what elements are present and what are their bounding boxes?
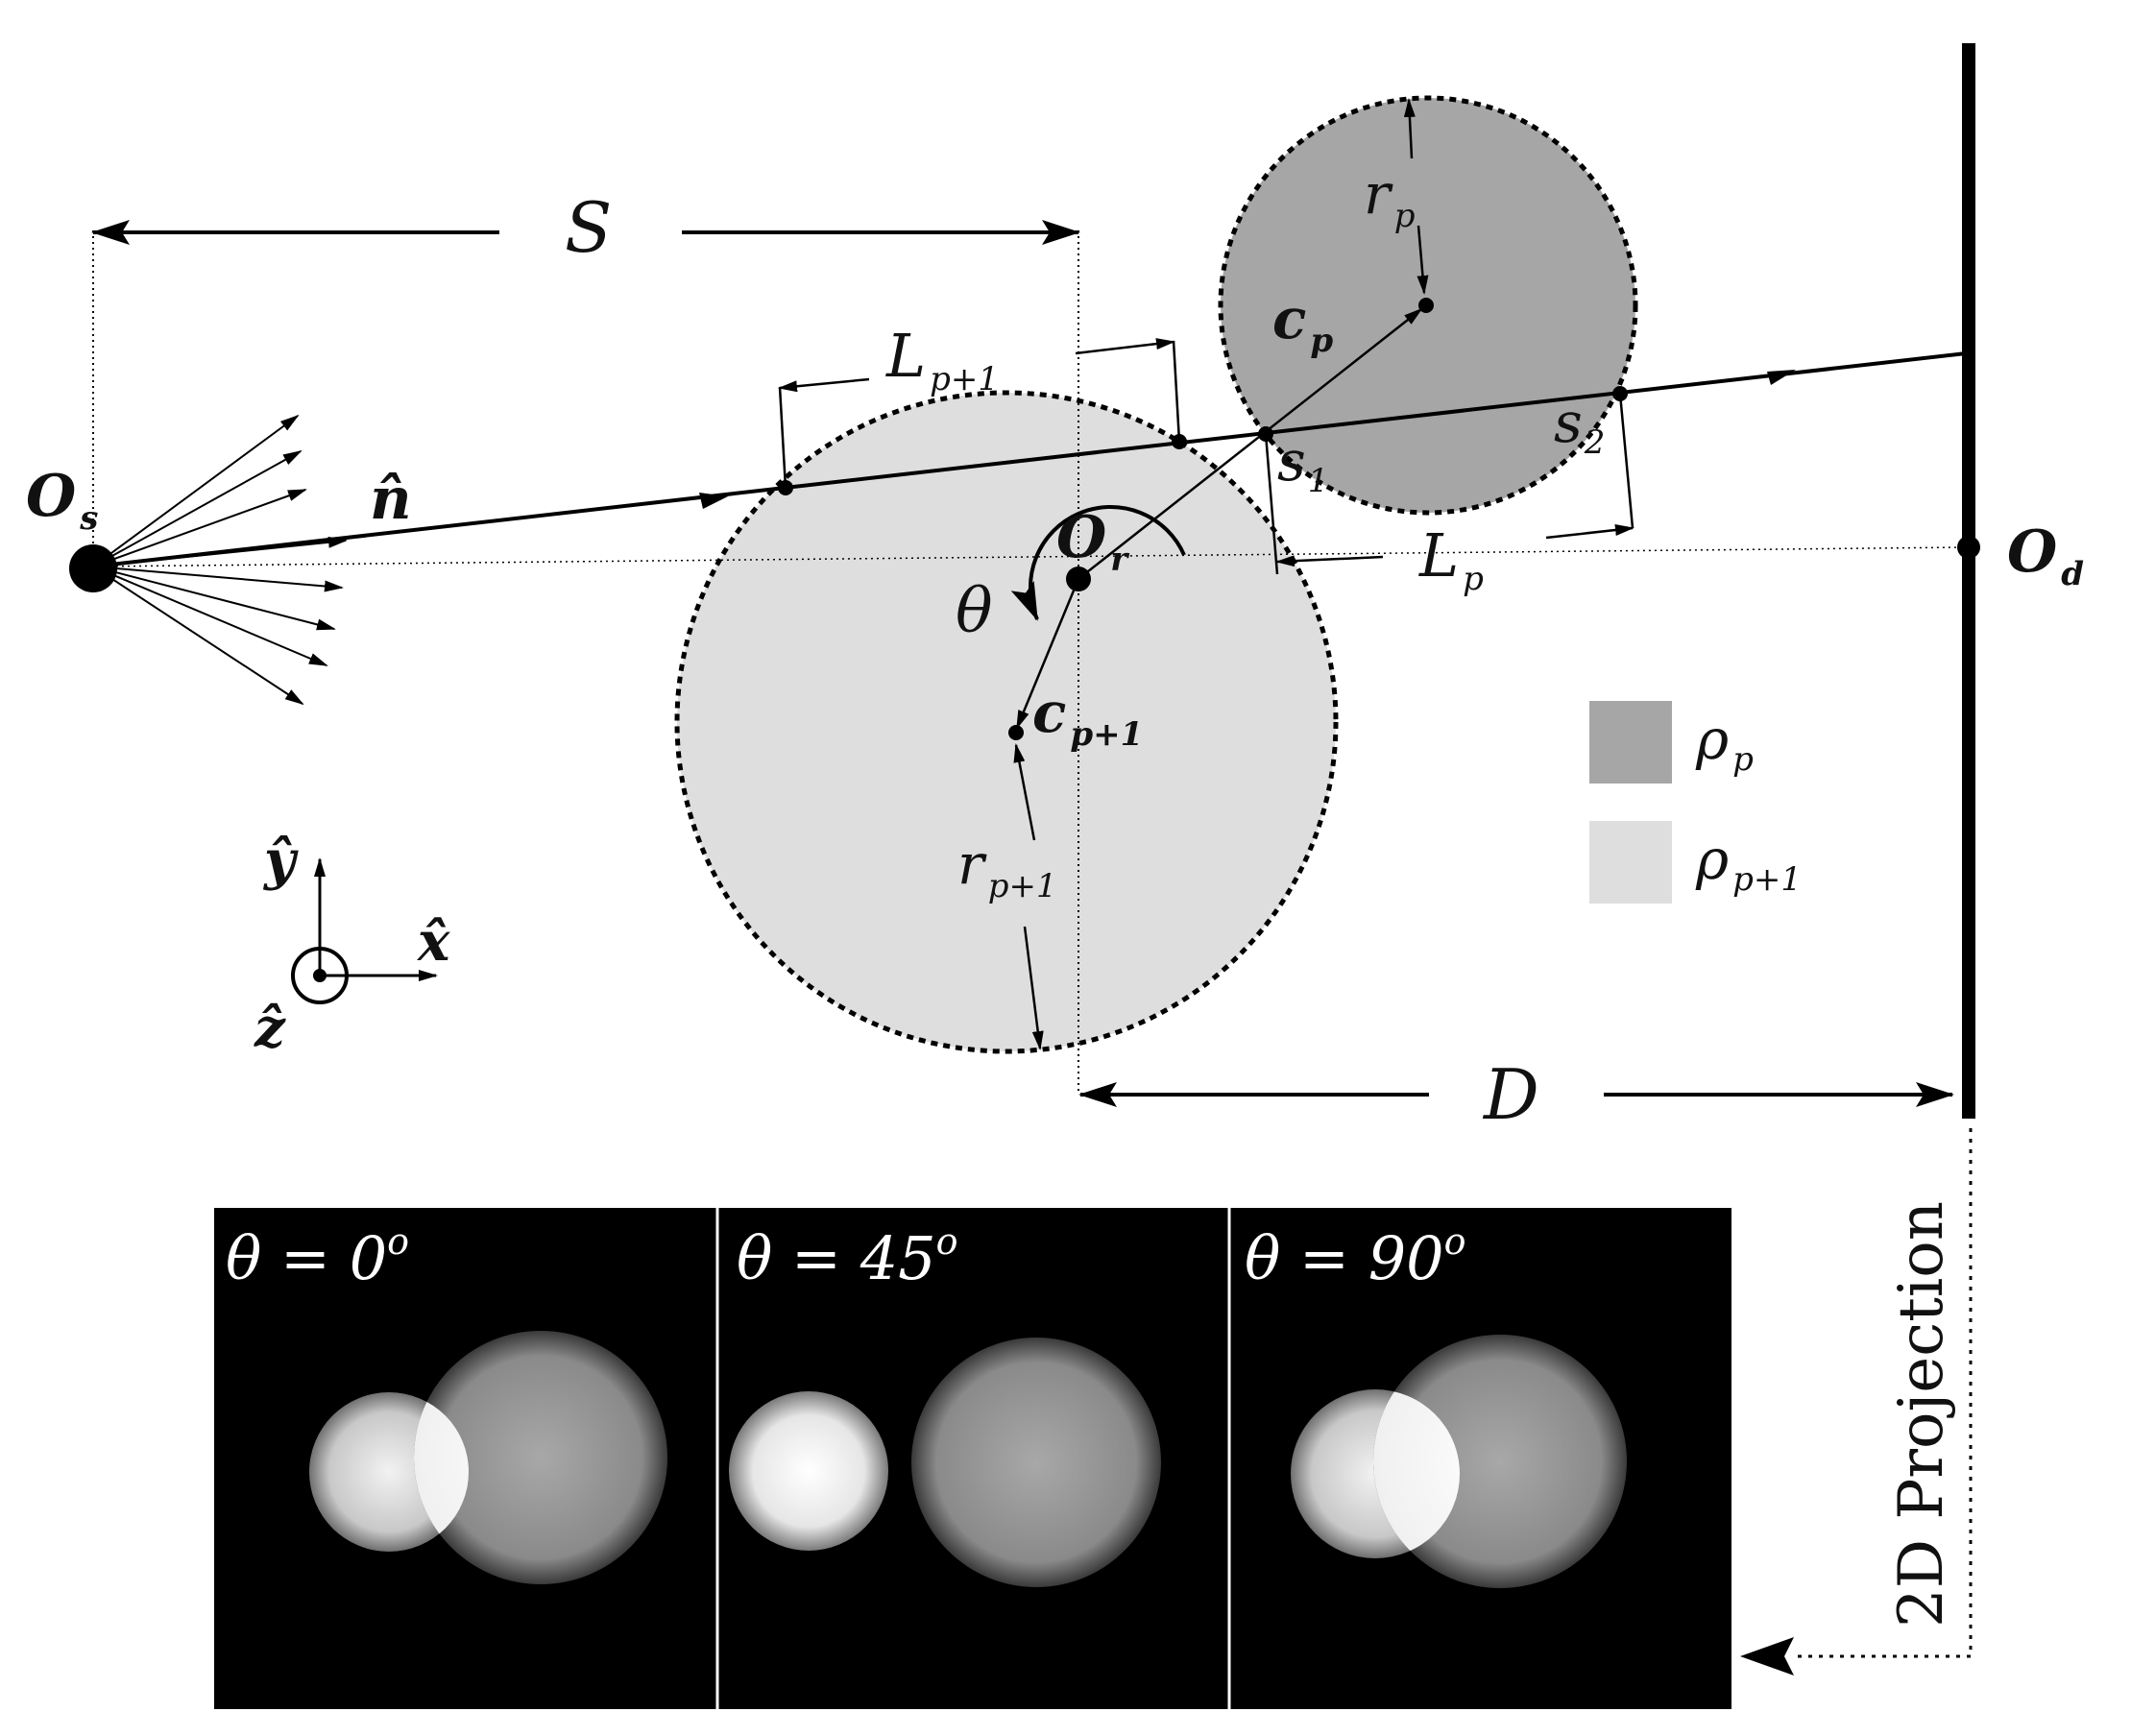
center-vectors — [1015, 307, 1423, 730]
detector-center-point — [1957, 536, 1980, 559]
panel-label-theta-45: θ = 45o — [737, 1220, 957, 1293]
s1-label: s1 — [1277, 428, 1328, 500]
coordinate-axes — [291, 857, 438, 1004]
projection-panel-theta-0 — [309, 1331, 667, 1584]
l-p-bracket — [1264, 393, 1635, 575]
projection-panel-theta-45 — [729, 1338, 1161, 1587]
z-hat-label: ẑ — [254, 997, 286, 1060]
n-hat-label: n̂ — [370, 466, 412, 533]
sphere-p-plus-1 — [674, 390, 1339, 1054]
main-ray — [92, 351, 1967, 568]
legend-swatch-rho-p-plus-1 — [1589, 821, 1672, 904]
center-c-p-plus-1-point — [1008, 725, 1024, 740]
center-c-p-point — [1418, 298, 1434, 313]
source-point — [69, 544, 117, 592]
projection-label: 2D Projection — [1886, 1201, 1957, 1628]
panel-label-theta-90: θ = 90o — [1245, 1220, 1465, 1293]
l-p-plus-1-bracket — [778, 338, 1181, 489]
theta-rotation-arrow — [1010, 504, 1186, 621]
d-label: D — [1482, 1054, 1539, 1135]
legend-swatch-rho-p — [1589, 701, 1672, 784]
source-ray-fan — [92, 414, 348, 706]
optical-axis — [92, 546, 1967, 567]
projection-panel-theta-90 — [1291, 1335, 1627, 1588]
radius-arrows — [1013, 98, 1429, 1050]
theta-label: θ — [956, 576, 993, 647]
projection-panels — [214, 1208, 1731, 1709]
projection-arrowhead — [1740, 1637, 1794, 1676]
s-label: S — [565, 187, 612, 268]
panel-label-theta-0: θ = 0o — [226, 1220, 409, 1293]
x-hat-label: x̂ — [417, 910, 450, 974]
s2-label: s2 — [1554, 390, 1605, 462]
projection-path — [1796, 1128, 1973, 1658]
y-hat-label: ŷ — [262, 829, 299, 892]
